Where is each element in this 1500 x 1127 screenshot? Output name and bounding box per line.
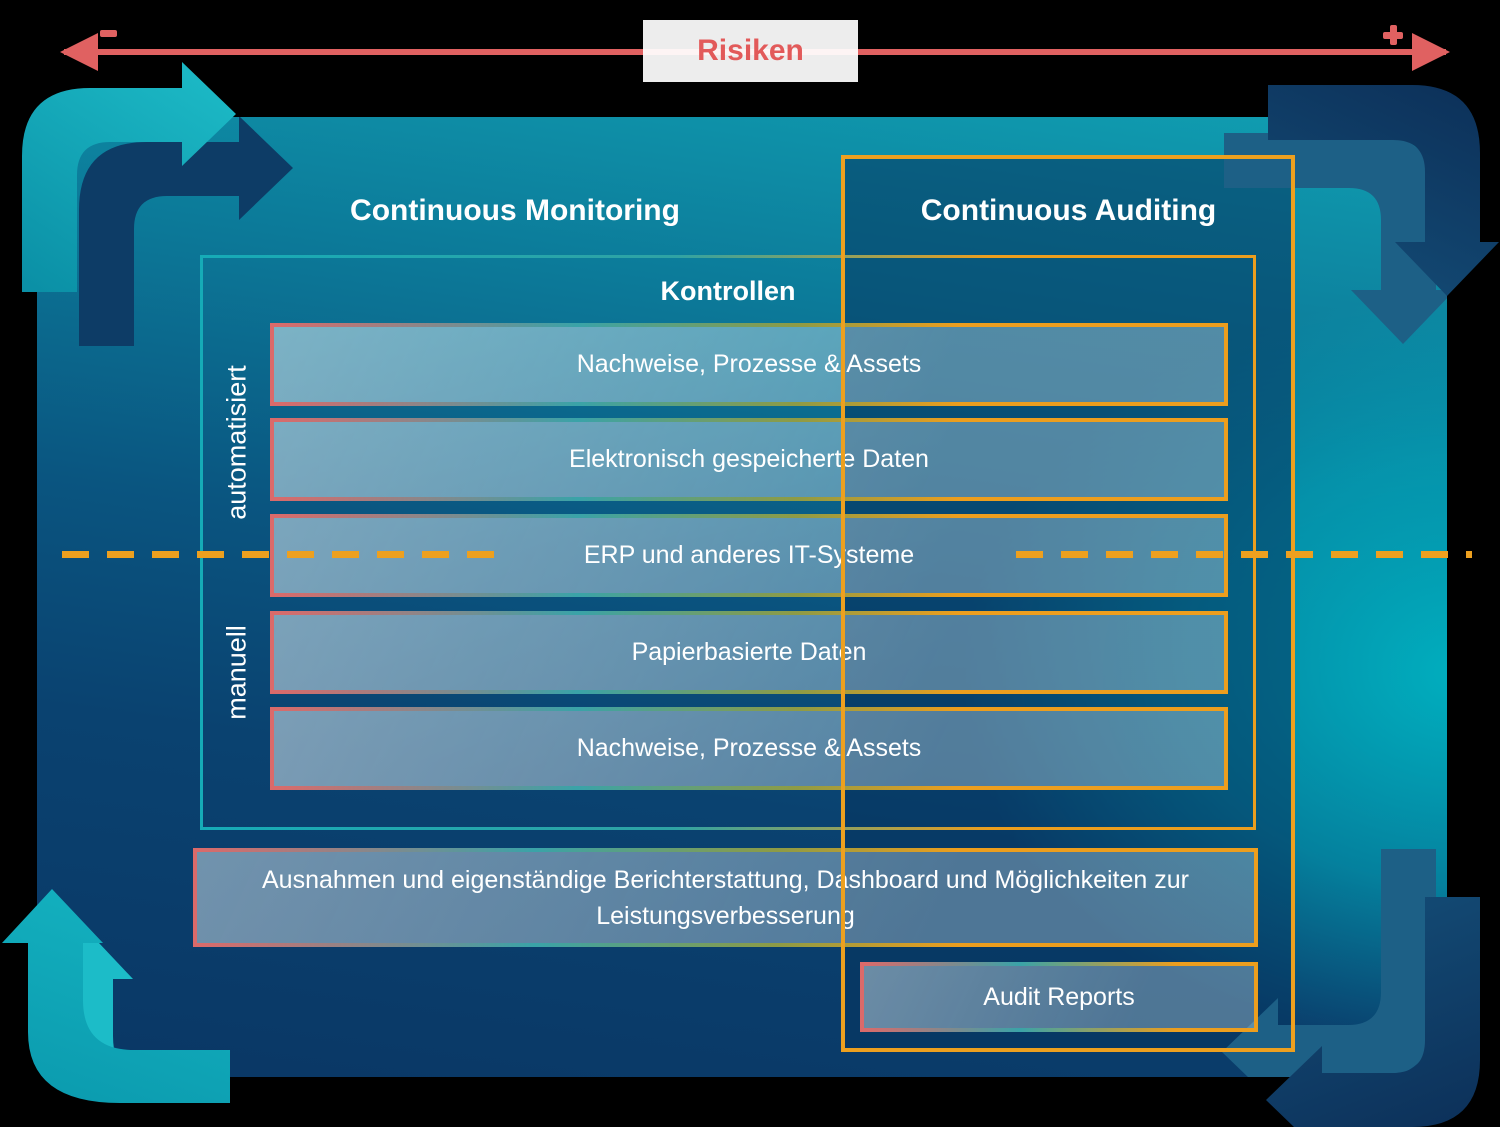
threshold-dashed-line-left — [62, 551, 505, 558]
continuous-auditing-title: Continuous Auditing — [920, 194, 1217, 227]
risk-plus-icon — [1383, 25, 1403, 45]
kontrollen-row: Papierbasierte Daten — [270, 611, 1228, 694]
audit-reports-box: Audit Reports — [860, 962, 1258, 1032]
continuous-monitoring-title: Continuous Monitoring — [350, 194, 680, 227]
side-label-automated: automatisiert — [221, 365, 252, 520]
audit-reports-label: Audit Reports — [983, 982, 1135, 1011]
risk-label: Risiken — [697, 34, 804, 67]
risk-axis-left-arrow-icon — [60, 33, 98, 71]
exceptions-reporting-box: Ausnahmen und eigenständige Berichtersta… — [193, 848, 1258, 947]
risk-label-box: Risiken — [643, 20, 858, 82]
exceptions-reporting-text: Ausnahmen und eigenständige Berichtersta… — [262, 865, 1189, 930]
side-label-manual: manuell — [221, 625, 252, 720]
kontrollen-row: Elektronisch gespeicherte Daten — [270, 418, 1228, 501]
risk-axis-right-arrow-icon — [1412, 33, 1450, 71]
kontrollen-row: Nachweise, Prozesse & Assets — [270, 323, 1228, 406]
kontrollen-row: Nachweise, Prozesse & Assets — [270, 707, 1228, 790]
threshold-dashed-line-right — [1016, 551, 1472, 558]
kontrollen-title: Kontrollen — [660, 276, 796, 306]
continuous-auditing-frame — [841, 155, 1295, 1052]
risk-minus-icon — [100, 30, 117, 37]
